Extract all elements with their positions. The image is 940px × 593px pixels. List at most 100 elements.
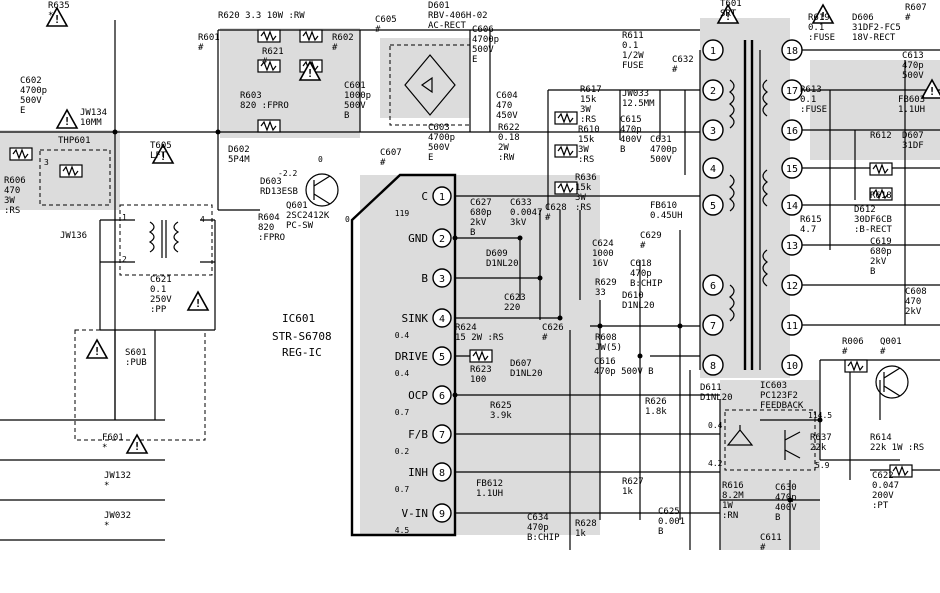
t601-pin-2: 2 bbox=[702, 79, 724, 101]
ic601-pin-voltage: 0.2 bbox=[395, 447, 410, 456]
ic601-pin-voltage: 4.5 bbox=[395, 526, 410, 535]
warning-icon: ! bbox=[45, 6, 69, 27]
d601-bridge-rectifier bbox=[389, 44, 471, 126]
ic601-pin-label: GND bbox=[408, 232, 428, 245]
t601-pin-1: 1 bbox=[702, 39, 724, 61]
t601-pin-number: 12 bbox=[786, 281, 798, 292]
label-q001: Q001# bbox=[880, 337, 902, 357]
ic601-pin-number: 5 bbox=[439, 352, 445, 363]
t601-pin-7: 7 bbox=[702, 314, 724, 336]
node-voltage: 0 bbox=[345, 215, 350, 224]
ic601-pin-label: V-IN bbox=[402, 507, 429, 520]
warning-icon: ! bbox=[85, 338, 109, 359]
ic601-pin-voltage: 0.7 bbox=[395, 408, 410, 417]
t601-pin-10: 10 bbox=[781, 354, 803, 376]
ic601-pin-number: 4 bbox=[439, 314, 445, 325]
ic601-func: REG-IC bbox=[282, 346, 322, 359]
svg-text:!: ! bbox=[929, 85, 936, 98]
t601-pin-5: 5 bbox=[702, 194, 724, 216]
label-r618: R618 bbox=[870, 191, 892, 201]
label-c628: C628# bbox=[545, 203, 567, 223]
ic601-pin-number: 3 bbox=[439, 274, 445, 285]
node-voltage: -2.2 bbox=[278, 169, 297, 178]
t601-pin-number: 16 bbox=[786, 126, 798, 137]
label-c626: C626# bbox=[542, 323, 564, 343]
t601-pin-14: 14 bbox=[781, 194, 803, 216]
svg-text:!: ! bbox=[94, 345, 101, 358]
ic601-pin-2: 2 GND bbox=[408, 228, 452, 248]
t601-pin-number: 5 bbox=[710, 201, 716, 212]
label-r635: R635* bbox=[48, 1, 70, 21]
t601-pin-number: 7 bbox=[710, 321, 716, 332]
t601-pin-13: 13 bbox=[781, 234, 803, 256]
q601-transistor bbox=[305, 173, 339, 207]
ic601-pin-label: INH bbox=[408, 466, 428, 479]
label-jw132: JW132* bbox=[104, 471, 131, 491]
ic601-pin-number: 7 bbox=[439, 430, 445, 441]
node-voltage: 0.4 bbox=[708, 421, 723, 430]
ic601-pin-3: 3B bbox=[421, 268, 452, 288]
svg-text:!: ! bbox=[160, 150, 167, 163]
warning-icon: ! bbox=[55, 108, 79, 129]
node-voltage: 0 bbox=[318, 155, 323, 164]
node-voltage: 1 bbox=[122, 213, 127, 222]
ic601-pin-number: 2 bbox=[439, 234, 445, 245]
label-jw032: JW032* bbox=[104, 511, 131, 531]
warning-icon: ! bbox=[151, 143, 175, 164]
ic601-pin-label: B bbox=[421, 272, 428, 285]
t601-pin-number: 14 bbox=[786, 201, 798, 212]
label-c611: C611# bbox=[760, 533, 782, 553]
label-f601: F601* bbox=[102, 433, 124, 453]
ic601-pin-label: SINK bbox=[402, 312, 429, 325]
node-voltage: 2 bbox=[122, 255, 127, 264]
node-voltage: 4 bbox=[200, 215, 205, 224]
wiring bbox=[0, 20, 940, 550]
svg-text:!: ! bbox=[54, 13, 61, 26]
t601-pin-number: 10 bbox=[786, 361, 798, 372]
ic601-pin-label: DRIVE bbox=[395, 350, 428, 363]
t601-pin-16: 16 bbox=[781, 119, 803, 141]
warning-icon: ! bbox=[716, 3, 740, 24]
ic601-name: IC601 bbox=[282, 312, 315, 325]
t601-pin-6: 6 bbox=[702, 274, 724, 296]
t601-pin-8: 8 bbox=[702, 354, 724, 376]
node-voltage: 4.2 bbox=[708, 459, 723, 468]
ic601-pin-number: 8 bbox=[439, 468, 445, 479]
t601-pin-number: 17 bbox=[786, 86, 798, 97]
svg-text:!: ! bbox=[307, 67, 314, 80]
label-r006: R006# bbox=[842, 337, 864, 357]
q001-transistor bbox=[875, 365, 909, 399]
t601-pin-number: 1 bbox=[710, 46, 716, 57]
label-s601: S601:PUB bbox=[125, 348, 147, 368]
t601-pin-number: 18 bbox=[786, 46, 798, 57]
